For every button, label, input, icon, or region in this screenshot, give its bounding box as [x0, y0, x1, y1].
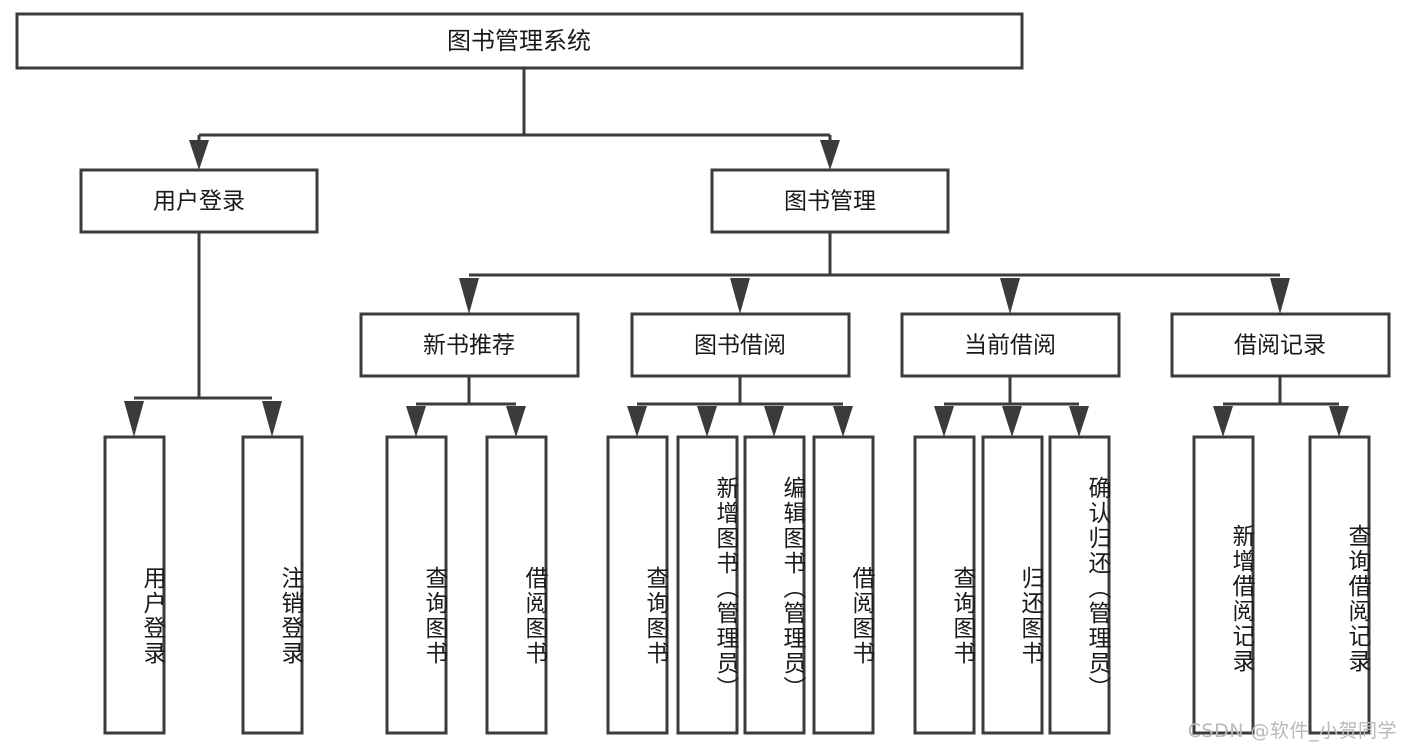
leaf-box-query-book-3[interactable]: [913, 435, 976, 735]
node-new-book-recommend[interactable]: 新书推荐: [359, 312, 580, 378]
arrowhead-leaf-logout: [262, 401, 282, 437]
arrowhead-borrowrecord-leaf-1: [1213, 406, 1233, 437]
arrowhead-currentborrow-leaf-1: [934, 406, 954, 437]
arrowhead-newbook-leaf-2: [506, 406, 526, 437]
arrowhead-book-borrow: [730, 278, 750, 314]
node-book-management[interactable]: 图书管理: [710, 168, 950, 234]
leaf-box-add-borrow-record[interactable]: [1192, 435, 1255, 735]
node-new-book-recommend-box[interactable]: [359, 312, 580, 378]
node-borrow-record-label: 借阅记录: [1234, 333, 1326, 359]
arrowhead-bookborrow-leaf-4: [833, 406, 853, 437]
leaf-box-borrow-book-2[interactable]: [812, 435, 875, 735]
node-user-login-label: 用户登录: [153, 189, 245, 215]
node-current-borrow[interactable]: 当前借阅: [900, 312, 1121, 378]
arrowhead-currentborrow-leaf-2: [1002, 406, 1022, 437]
csdn-watermark: CSDN @软件_小贺同学: [1187, 720, 1397, 742]
node-book-management-label: 图书管理: [784, 189, 876, 215]
node-root[interactable]: 图书管理系统: [15, 12, 1024, 70]
arrowhead-current-borrow: [1000, 278, 1020, 314]
node-book-management-box[interactable]: [710, 168, 950, 234]
node-borrow-record[interactable]: 借阅记录: [1170, 312, 1391, 378]
arrowhead-bookborrow-leaf-3: [764, 406, 784, 437]
leaf-box-confirm-return-admin[interactable]: [1048, 435, 1111, 735]
leaf-box-edit-book-admin[interactable]: [743, 435, 806, 735]
leaf-box-query-book-2[interactable]: [606, 435, 669, 735]
leaf-boxes-group: [103, 435, 1371, 735]
node-root-label: 图书管理系统: [447, 27, 591, 55]
leaf-box-query-borrow-record[interactable]: [1308, 435, 1371, 735]
node-book-borrow-box[interactable]: [630, 312, 851, 378]
arrowhead-bookborrow-leaf-1: [627, 406, 647, 437]
arrowhead-newbook-leaf-1: [406, 406, 426, 437]
arrowhead-borrowrecord-leaf-2: [1329, 406, 1349, 437]
node-new-book-recommend-label: 新书推荐: [423, 333, 515, 359]
leaf-box-borrow-book-1[interactable]: [485, 435, 548, 735]
node-book-borrow[interactable]: 图书借阅: [630, 312, 851, 378]
leaf-box-user-login[interactable]: [103, 435, 166, 735]
node-root-box[interactable]: [15, 12, 1024, 70]
arrowhead-book-mgmt: [820, 140, 840, 170]
arrowhead-currentborrow-leaf-3: [1069, 406, 1089, 437]
node-user-login[interactable]: 用户登录: [79, 168, 319, 234]
node-borrow-record-box[interactable]: [1170, 312, 1391, 378]
leaf-box-return-book[interactable]: [981, 435, 1044, 735]
connector-group: [124, 68, 1349, 437]
arrowhead-bookborrow-leaf-2: [697, 406, 717, 437]
leaf-box-add-book-admin[interactable]: [676, 435, 739, 735]
node-user-login-box[interactable]: [79, 168, 319, 234]
arrowhead-user-login: [189, 140, 209, 170]
node-current-borrow-box[interactable]: [900, 312, 1121, 378]
leaf-box-query-book-1[interactable]: [385, 435, 448, 735]
leaf-box-logout[interactable]: [241, 435, 304, 735]
node-current-borrow-label: 当前借阅: [964, 333, 1056, 359]
arrowhead-new-book-rec: [459, 278, 479, 314]
node-book-borrow-label: 图书借阅: [694, 333, 786, 359]
arrowhead-borrow-record: [1270, 278, 1290, 314]
arrowhead-leaf-user-login: [124, 401, 144, 437]
